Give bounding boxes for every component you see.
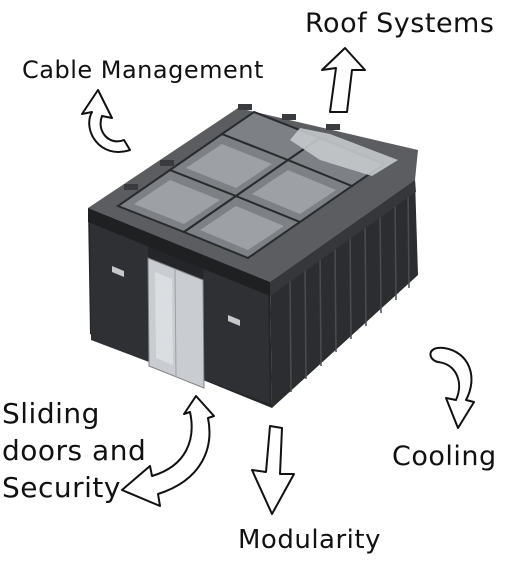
cooling-label: Cooling: [392, 441, 497, 472]
sliding-doors-label: Sliding doors and Security: [2, 395, 152, 506]
roof-glass-strip: [290, 128, 398, 176]
left-door-plate: [112, 266, 124, 277]
cooling-arrow: [429, 346, 475, 429]
rack-doors: [289, 188, 410, 393]
roof-systems-label: Roof Systems: [305, 8, 495, 39]
modularity-arrow: [251, 425, 295, 515]
cable-management-arrow: [81, 89, 131, 153]
sliding-doors-arrow: [121, 395, 215, 507]
sliding-doors-line-3: Security: [2, 471, 121, 504]
front-right-cabinet: [203, 262, 270, 404]
roof-systems-arrow: [321, 47, 366, 113]
sliding-doors-line-2: doors and: [2, 434, 147, 467]
right-door-plate: [228, 315, 240, 326]
sliding-doors-line-1: Sliding: [2, 397, 100, 430]
containment-module: [88, 104, 418, 408]
modularity-label: Modularity: [238, 525, 381, 555]
cable-management-label: Cable Management: [22, 56, 264, 84]
front-left-cabinet: [90, 216, 149, 362]
